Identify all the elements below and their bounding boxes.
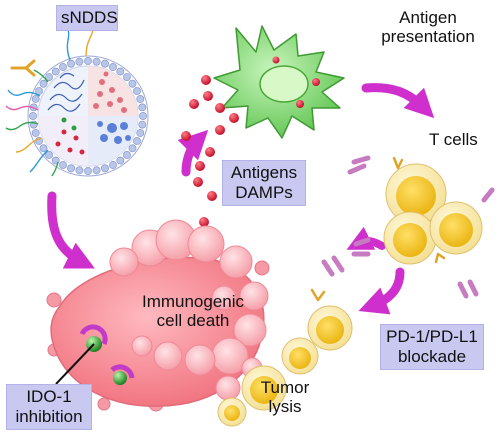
lipid-head bbox=[116, 67, 125, 76]
lipid-head bbox=[29, 112, 37, 120]
lipid-head bbox=[109, 63, 117, 71]
antibody-icon bbox=[321, 155, 495, 299]
lipid-head bbox=[75, 57, 84, 66]
antigen-presentation-line2: presentation bbox=[381, 27, 475, 46]
pd1-pdl1-blockade-label: PD-1/PD-L1 blockade bbox=[380, 324, 484, 370]
pd1-line2: blockade bbox=[397, 347, 467, 366]
lipid-head bbox=[84, 167, 92, 175]
lipid-head bbox=[116, 156, 125, 165]
immunogenic-line1: Immunogenic bbox=[141, 292, 245, 311]
lipid-head bbox=[67, 59, 75, 68]
lipid-head bbox=[101, 164, 109, 173]
lipid-head bbox=[136, 95, 145, 103]
t-cell-icon bbox=[383, 156, 483, 265]
sndds-text: sNDDS bbox=[61, 8, 118, 27]
immunogenic-line2: cell death bbox=[156, 311, 230, 330]
lipid-head bbox=[45, 150, 53, 159]
antigen-presentation-line1: Antigen bbox=[399, 8, 457, 27]
lipid-head bbox=[133, 87, 141, 95]
pd1-line1: PD-1/PD-L1 bbox=[386, 327, 478, 346]
antigens-line1: Antigens bbox=[230, 163, 298, 182]
lipid-head bbox=[109, 161, 117, 169]
t-cells-text: T cells bbox=[429, 130, 478, 149]
lipid-head bbox=[67, 164, 75, 173]
antigen-dots bbox=[181, 75, 239, 227]
lipid-head bbox=[31, 129, 40, 137]
lipid-head bbox=[75, 166, 84, 175]
lipid-head bbox=[35, 87, 43, 95]
ido1-line1: IDO-1 bbox=[26, 387, 72, 406]
lipid-head bbox=[51, 67, 60, 76]
lipid-head bbox=[84, 57, 92, 65]
ido1-inhibition-label: IDO-1 inhibition bbox=[6, 384, 92, 430]
lipid-head bbox=[123, 150, 131, 159]
sndds-label: sNDDS bbox=[56, 5, 118, 31]
lipid-head bbox=[31, 95, 40, 103]
tumor-lysis-label: Tumor lysis bbox=[258, 378, 312, 416]
tumor-lysis-line2: lysis bbox=[268, 397, 302, 416]
lipid-head bbox=[139, 112, 147, 120]
antigens-damps-label: Antigens DAMPs bbox=[222, 160, 306, 206]
lipid-head bbox=[123, 73, 131, 81]
ido1-line2: inhibition bbox=[15, 407, 83, 426]
t-cells-label: T cells bbox=[429, 130, 478, 149]
tumor-cell-icon bbox=[46, 219, 353, 427]
antigen-presentation-label: Antigen presentation bbox=[372, 8, 484, 46]
lipid-head bbox=[128, 144, 137, 153]
lipid-head bbox=[138, 120, 147, 129]
lipid-head bbox=[128, 79, 137, 88]
tumor-lysis-line1: Tumor bbox=[260, 378, 310, 397]
lipid-head bbox=[39, 79, 48, 88]
lipid-head bbox=[59, 161, 67, 169]
immunogenic-cell-death-label: Immunogenic cell death bbox=[138, 292, 248, 330]
dendritic-cell-icon bbox=[213, 25, 345, 139]
lipid-head bbox=[133, 137, 141, 145]
nanoparticle-icon bbox=[5, 15, 149, 177]
lipid-head bbox=[59, 63, 67, 71]
lipid-head bbox=[101, 59, 109, 68]
lipid-head bbox=[45, 73, 53, 81]
lipid-head bbox=[136, 129, 145, 137]
lipid-head bbox=[92, 57, 101, 66]
lipid-head bbox=[92, 166, 101, 175]
antigens-line2: DAMPs bbox=[235, 183, 293, 202]
lipid-head bbox=[138, 103, 147, 112]
lipid-head bbox=[39, 144, 48, 153]
ido1-inhibitor-icon bbox=[55, 324, 135, 385]
